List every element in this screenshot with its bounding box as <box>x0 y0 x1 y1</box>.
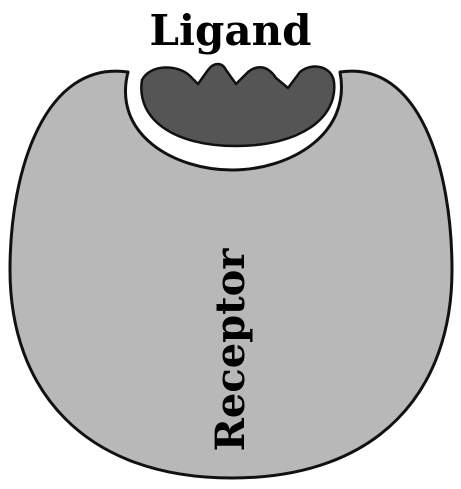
receptor-label: Receptor <box>209 249 253 452</box>
ligand-shape <box>141 64 334 146</box>
ligand-label: Ligand <box>0 6 461 56</box>
